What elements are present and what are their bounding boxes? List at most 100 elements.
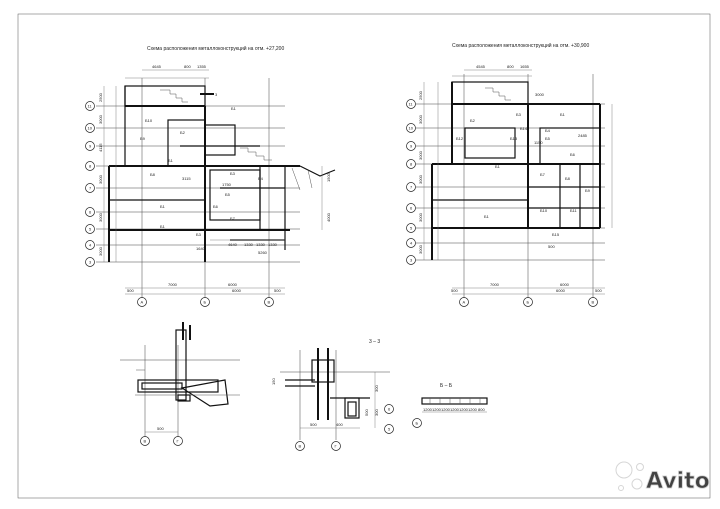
svg-text:2500: 2500: [98, 92, 103, 102]
svg-text:3000: 3000: [418, 174, 423, 184]
detail-3-title: Б – Б: [440, 383, 453, 389]
svg-text:3000: 3000: [98, 114, 103, 124]
plan-right-col-bubbles: А Б В: [459, 297, 598, 307]
svg-text:1200: 1200: [423, 407, 433, 412]
plan-left-title: Схема расположения металлоконструкций на…: [147, 45, 284, 52]
svg-text:3: 3: [89, 260, 92, 265]
svg-text:Б10: Б10: [540, 208, 548, 213]
avito-watermark: Avito: [615, 461, 710, 494]
plan-right-title: Схема расположения металлоконструкций на…: [452, 42, 589, 49]
plan-right-beams: [431, 81, 601, 260]
svg-text:Б11: Б11: [570, 208, 578, 213]
svg-text:10: 10: [409, 126, 414, 131]
svg-text:Б4: Б4: [545, 128, 551, 133]
avito-wordmark: Avito: [646, 469, 710, 494]
svg-text:5: 5: [410, 226, 413, 231]
plan-right: Схема расположения металлоконструкций на…: [406, 42, 613, 307]
svg-text:Б3: Б3: [516, 112, 522, 117]
svg-text:Б1: Б1: [160, 204, 166, 209]
svg-text:В: В: [144, 439, 147, 444]
svg-text:4: 4: [89, 243, 92, 248]
svg-text:Б8: Б8: [565, 176, 571, 181]
svg-text:3000: 3000: [98, 174, 103, 184]
sheet-frame: [17, 13, 711, 499]
plan-right-bottom-dims: 500 7000 6000 6000 500: [451, 282, 605, 295]
plan-right-beam-labels: Б1 Б1 Б1 Б2 Б3 Б4 Б5 Б6 Б7 Б8 Б9 Б10 Б11…: [456, 112, 591, 237]
svg-text:Б9: Б9: [140, 136, 146, 141]
svg-text:Г: Г: [335, 444, 338, 449]
svg-text:10: 10: [88, 126, 93, 131]
svg-text:Б10: Б10: [145, 118, 153, 123]
svg-text:В: В: [299, 444, 302, 449]
svg-text:3115: 3115: [182, 176, 191, 181]
plan-right-row-bubbles: 11 10 9 8 7 6 5 4 3: [406, 99, 416, 265]
svg-text:Б1: Б1: [168, 158, 174, 163]
svg-text:Б2: Б2: [470, 118, 476, 123]
svg-text:7: 7: [89, 186, 92, 191]
svg-text:3000: 3000: [98, 212, 103, 222]
svg-text:7000: 7000: [490, 282, 500, 287]
svg-text:1150: 1150: [534, 140, 543, 145]
plan-left-section-mark: 3: [200, 92, 218, 97]
svg-text:Б4: Б4: [258, 176, 264, 181]
svg-text:5: 5: [89, 227, 92, 232]
svg-text:1655: 1655: [520, 64, 530, 69]
svg-text:Б5: Б5: [545, 136, 551, 141]
svg-text:Б1: Б1: [484, 214, 490, 219]
svg-text:Б7: Б7: [230, 216, 236, 221]
plan-left-side-dims: 1500 4000: [321, 166, 331, 230]
detail-2: 3 – 3 500 400 150 300 300 500 В Г 6 5: [271, 339, 394, 451]
svg-text:11: 11: [88, 104, 93, 109]
svg-text:11: 11: [409, 102, 414, 107]
svg-text:500: 500: [364, 409, 369, 416]
svg-text:В: В: [268, 300, 271, 305]
svg-text:1200: 1200: [441, 407, 451, 412]
svg-text:8: 8: [89, 164, 92, 169]
svg-text:500: 500: [595, 288, 602, 293]
svg-text:4000: 4000: [326, 212, 331, 222]
svg-text:3: 3: [410, 258, 413, 263]
svg-text:Б14: Б14: [520, 126, 528, 131]
svg-text:5260: 5260: [258, 250, 268, 255]
svg-text:1750: 1750: [222, 182, 232, 187]
plan-left: Схема расположения металлоконструкций на…: [85, 45, 336, 307]
svg-text:2485: 2485: [578, 133, 588, 138]
svg-text:Б: Б: [527, 300, 530, 305]
svg-text:500: 500: [127, 288, 134, 293]
svg-text:Б7: Б7: [540, 172, 546, 177]
svg-text:Б2: Б2: [180, 130, 186, 135]
svg-text:150: 150: [271, 378, 276, 385]
svg-text:6: 6: [388, 407, 391, 412]
svg-text:1640: 1640: [196, 246, 206, 251]
svg-text:Г: Г: [177, 439, 180, 444]
svg-text:6000: 6000: [232, 288, 242, 293]
svg-text:6000: 6000: [228, 282, 238, 287]
svg-text:1200: 1200: [459, 407, 469, 412]
svg-text:300: 300: [374, 409, 379, 416]
svg-text:4545: 4545: [476, 64, 486, 69]
svg-text:400: 400: [336, 422, 343, 427]
plan-left-row-bubbles: 11 10 9 8 7 6 5 4 3: [85, 101, 95, 267]
svg-text:800: 800: [184, 64, 191, 69]
svg-text:9: 9: [89, 144, 92, 149]
plan-left-top-dims: 4645 800 1355: [125, 64, 209, 79]
plan-right-left-dims: 2500 3000 3000 3000 3000 3000: [418, 82, 439, 260]
svg-text:1200: 1200: [450, 407, 460, 412]
svg-text:800: 800: [478, 407, 485, 412]
svg-text:6: 6: [89, 210, 92, 215]
avito-logo-icon: [615, 461, 644, 491]
svg-text:3000: 3000: [418, 212, 423, 222]
svg-text:5: 5: [388, 427, 391, 432]
svg-text:Б15: Б15: [552, 232, 560, 237]
detail-1: 500 В Г: [120, 322, 240, 446]
svg-text:500: 500: [310, 422, 317, 427]
svg-text:500: 500: [157, 426, 164, 431]
svg-text:Б8: Б8: [150, 172, 156, 177]
svg-text:7: 7: [410, 185, 413, 190]
detail-3: Б – Б 1200 1200 1200 1200 1200 1200 800 …: [412, 383, 488, 428]
svg-text:1330: 1330: [268, 242, 278, 247]
svg-text:4115: 4115: [98, 143, 103, 152]
plan-left-left-dims: 2500 3000 4115 3000 3000 3000: [98, 86, 117, 262]
plan-left-row-axes: [96, 105, 300, 263]
svg-text:Б: Б: [416, 421, 419, 426]
